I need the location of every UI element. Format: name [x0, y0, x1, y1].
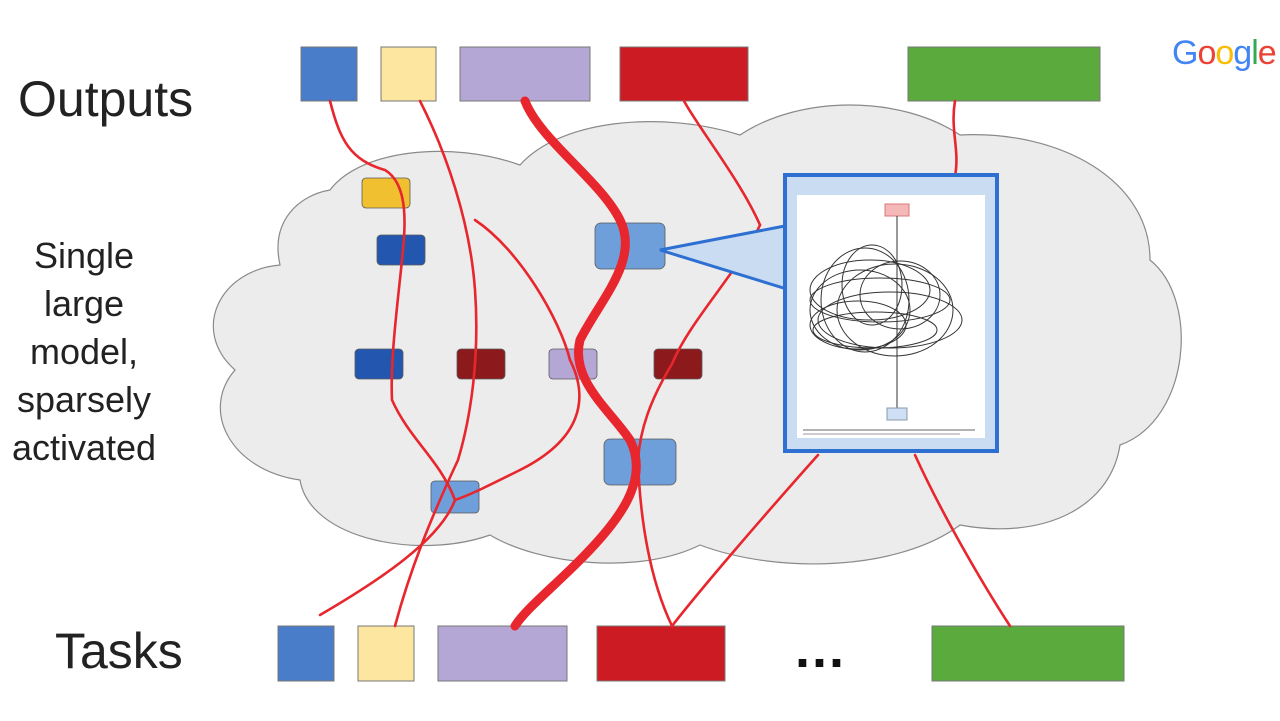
google-logo-letter: g: [1233, 34, 1252, 72]
output-box-lavender: [459, 46, 591, 102]
model-description-label: Single large model, sparsely activated: [0, 232, 168, 472]
route-path-red-mid: [636, 223, 762, 628]
output-box-red: [619, 46, 749, 102]
output-box-light-yellow: [380, 46, 437, 102]
task-box-blue: [277, 625, 335, 682]
route-path-blue: [328, 99, 457, 502]
model-line: Single: [33, 235, 135, 276]
google-logo-letter: e: [1257, 34, 1277, 72]
route-path-green-top: [952, 99, 958, 178]
google-logo-letter: o: [1215, 34, 1234, 72]
output-box-green: [907, 46, 1101, 102]
task-box-red: [596, 625, 726, 682]
output-box-blue: [300, 46, 358, 102]
model-node-mid-blue: [594, 222, 666, 270]
route-path-lavender-thick: [510, 96, 641, 631]
route-path-red-task: [670, 453, 820, 628]
more-tasks-ellipsis: ...: [795, 619, 847, 679]
route-path-red-top: [682, 99, 762, 227]
model-line: activated: [11, 427, 157, 468]
model-line: sparsely: [16, 379, 152, 420]
task-boxes: [277, 625, 1125, 682]
route-path-green-bottom: [913, 453, 1012, 628]
task-box-green: [931, 625, 1125, 682]
route-path-red-diag: [453, 218, 581, 502]
output-boxes: [300, 46, 1101, 102]
google-logo: Google: [1172, 34, 1277, 73]
outputs-label: Outputs: [18, 71, 194, 127]
google-logo-letter: o: [1197, 34, 1216, 72]
model-line: large: [43, 283, 125, 324]
model-line: model,: [29, 331, 139, 372]
task-box-lavender: [437, 625, 568, 682]
route-path-blue-lower: [318, 498, 457, 617]
mini-network-graph: [803, 203, 975, 435]
model-node-dark-blue: [354, 348, 404, 380]
zoom-callout: [659, 173, 999, 453]
google-logo-letter: G: [1172, 34, 1198, 72]
model-node-dark-red: [456, 348, 506, 380]
google-logo-letter: l: [1251, 34, 1259, 72]
model-nodes: [354, 177, 703, 514]
routing-paths: [318, 96, 1012, 631]
route-path-yellow: [393, 99, 478, 628]
tasks-label: Tasks: [55, 623, 183, 679]
cloud-shape: [212, 104, 1182, 565]
task-box-light-yellow: [357, 625, 415, 682]
model-cloud: [212, 104, 1182, 565]
